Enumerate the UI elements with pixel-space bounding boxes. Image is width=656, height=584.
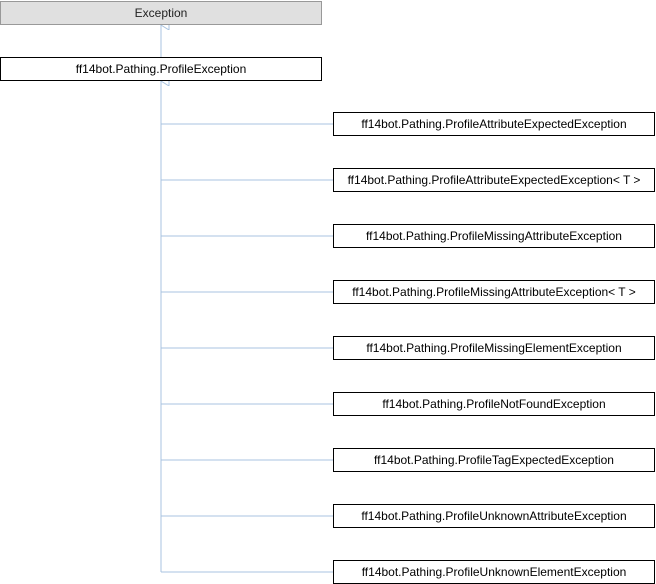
class-node-profile-exception[interactable]: ff14bot.Pathing.ProfileException bbox=[0, 57, 322, 81]
class-node-profile-unknown-element-exception[interactable]: ff14bot.Pathing.ProfileUnknownElementExc… bbox=[333, 560, 655, 584]
class-node-profile-tag-expected-exception[interactable]: ff14bot.Pathing.ProfileTagExpectedExcept… bbox=[333, 448, 655, 472]
class-node-profile-missing-attribute-exception-generic[interactable]: ff14bot.Pathing.ProfileMissingAttributeE… bbox=[333, 280, 655, 304]
class-node-exception[interactable]: Exception bbox=[0, 1, 322, 25]
class-node-profile-missing-element-exception[interactable]: ff14bot.Pathing.ProfileMissingElementExc… bbox=[333, 336, 655, 360]
class-node-profile-unknown-attribute-exception[interactable]: ff14bot.Pathing.ProfileUnknownAttributeE… bbox=[333, 504, 655, 528]
class-node-profile-attribute-expected-exception-generic[interactable]: ff14bot.Pathing.ProfileAttributeExpected… bbox=[333, 168, 655, 192]
class-node-profile-not-found-exception[interactable]: ff14bot.Pathing.ProfileNotFoundException bbox=[333, 392, 655, 416]
class-node-profile-attribute-expected-exception[interactable]: ff14bot.Pathing.ProfileAttributeExpected… bbox=[333, 112, 655, 136]
edge-branches bbox=[161, 123, 333, 573]
class-node-profile-missing-attribute-exception[interactable]: ff14bot.Pathing.ProfileMissingAttributeE… bbox=[333, 224, 655, 248]
